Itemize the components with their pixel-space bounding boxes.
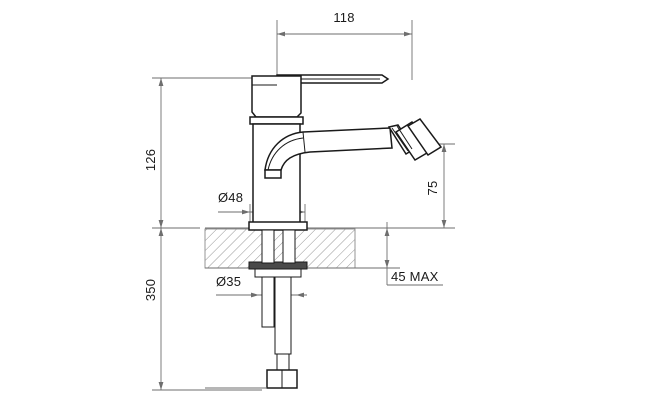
shank-left-tube (261, 229, 275, 264)
dim-label-118: 118 (333, 10, 354, 25)
cartridge-housing (249, 75, 304, 125)
base-collar (248, 221, 308, 231)
dimension-body-height: 126 (143, 77, 262, 228)
supply-tail-step (276, 353, 290, 371)
end-fitting (205, 369, 298, 389)
shank-right-tube (282, 229, 296, 264)
dim-label-d48: Ø48 (218, 190, 243, 205)
aerator-body (406, 118, 443, 157)
dim-label-d35: Ø35 (216, 274, 241, 289)
cartridge-collar (249, 116, 304, 125)
base-collar-plate (248, 221, 308, 231)
supply-tail (274, 276, 292, 371)
dimension-spout-reach: 118 (276, 10, 413, 92)
arrow-126-top (158, 78, 164, 86)
aerator-rib-1 (391, 127, 409, 152)
dim-label-126: 126 (143, 149, 158, 171)
angled-aerator (387, 118, 443, 162)
mounting-nut (248, 261, 308, 278)
supply-tail-upper (274, 276, 292, 355)
dim-label-45max: 45 MAX (391, 269, 439, 284)
spout-inner-curve (267, 137, 304, 171)
threaded-shank (261, 229, 296, 328)
spout-outer-profile (264, 127, 393, 171)
dim-label-350: 350 (143, 279, 158, 301)
aerator-rib-2 (396, 125, 413, 150)
mounting-nut-body (254, 268, 302, 278)
mounting-nut-plate (248, 261, 308, 270)
arrow-d35-right (296, 292, 304, 298)
dimension-total-length: 350 (143, 227, 262, 391)
dimension-spout-height: 75 (408, 143, 455, 229)
spout-base-foot (264, 169, 282, 179)
curved-spout (264, 127, 393, 179)
dim-label-75: 75 (425, 181, 440, 196)
arrow-75-top (441, 144, 447, 152)
arrow-45max-top (384, 228, 390, 236)
arrow-350-bottom (158, 382, 164, 390)
arrow-75-bottom (441, 220, 447, 228)
spout-joint-line (302, 131, 306, 153)
arrow-126-bottom (158, 220, 164, 228)
arrow-118-right (404, 31, 412, 37)
arrow-d48-left (242, 209, 250, 215)
arrow-45max-bottom (384, 260, 390, 268)
shank-left-lower (261, 276, 275, 328)
arrow-d35-left (251, 292, 259, 298)
arrow-350-top (158, 228, 164, 236)
arrow-118-left (277, 31, 285, 37)
cartridge-housing-block (251, 75, 302, 118)
